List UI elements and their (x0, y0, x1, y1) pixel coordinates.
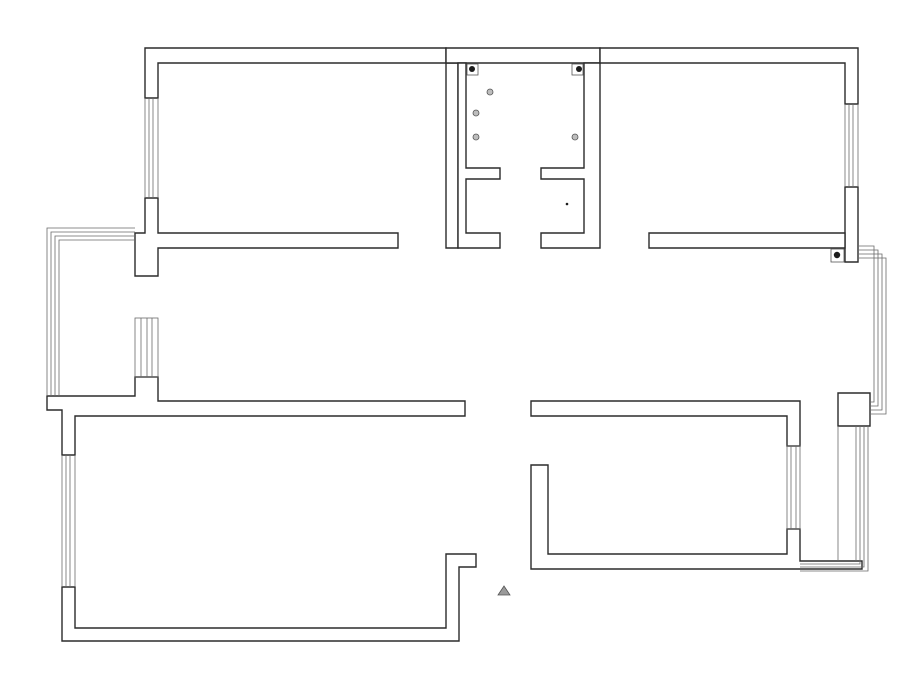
wall-top-bathroom (445, 47, 601, 64)
pipe-icon (469, 66, 475, 72)
wall-bathroom-left (457, 62, 501, 249)
wall-left-mid-segment (46, 376, 466, 456)
walls (46, 47, 871, 642)
wall-top-left-bedroom (144, 47, 459, 249)
wall-kitchen (530, 464, 863, 570)
ceiling-light-icon (472, 133, 480, 141)
window-right-upper (844, 104, 859, 187)
wall-middle-right (530, 400, 801, 447)
ceiling-light-icon (486, 88, 494, 96)
window-left-lower (61, 455, 76, 587)
window-left-upper (144, 98, 159, 198)
wall-right-upper-segment (844, 186, 859, 263)
pipe-icon (576, 66, 582, 72)
wall-bottom-left-room (61, 553, 477, 642)
pipe-icon (565, 202, 569, 206)
window-left-balcony (46, 227, 135, 396)
wall-right-column (837, 392, 871, 427)
window-left-mid (134, 317, 159, 378)
window-right-lower (800, 426, 869, 572)
wall-bathroom-right (540, 62, 601, 249)
wall-top-right-bedroom-bottom (648, 232, 846, 249)
window-right-balcony (858, 245, 887, 415)
wall-left-upper-segment (134, 197, 399, 277)
ceiling-light-icon (571, 133, 579, 141)
wall-top-right-bedroom (599, 47, 859, 105)
windows (46, 98, 887, 587)
pipe-icon (833, 251, 841, 259)
window-kitchen (786, 445, 801, 530)
fixtures (466, 63, 845, 263)
triangle-marker-icon (497, 585, 511, 596)
ceiling-light-icon (472, 109, 480, 117)
